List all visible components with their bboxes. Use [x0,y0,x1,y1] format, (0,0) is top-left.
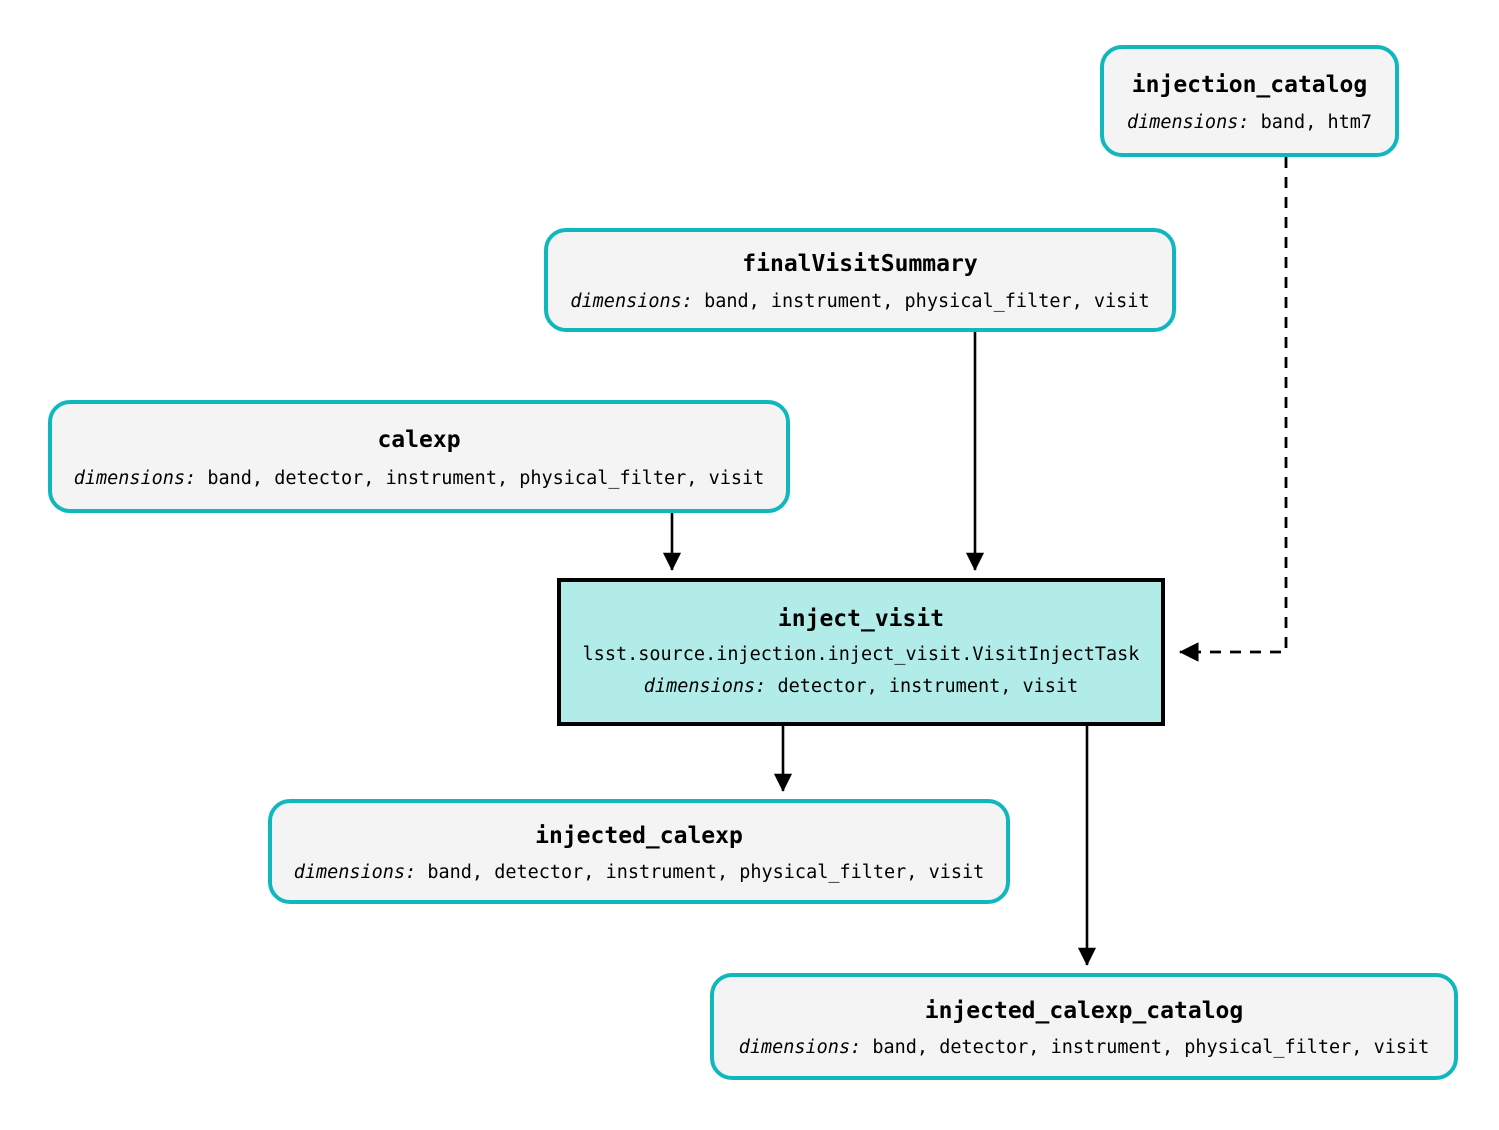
node-title: calexp [377,427,461,454]
node-dimensions: dimensions: band, detector, instrument, … [739,1037,1430,1059]
dataset-node-finalvisitsummary[interactable]: finalVisitSummary dimensions: band, inst… [544,228,1176,332]
dimensions-label: dimensions: [293,862,417,884]
dimensions-label: dimensions: [738,1037,862,1059]
node-title: inject_visit [777,605,945,632]
dimensions-value: band, htm7 [1260,112,1373,134]
dimensions-label: dimensions: [570,290,693,312]
node-dimensions: dimensions: band, detector, instrument, … [294,862,985,884]
dimensions-value: band, detector, instrument, physical_fil… [427,862,985,884]
node-title: injection_catalog [1131,71,1368,98]
node-task-class: lsst.source.injection.inject_visit.Visit… [582,644,1140,666]
dataset-node-injection-catalog[interactable]: injection_catalog dimensions: band, htm7 [1100,45,1399,157]
dimensions-value: detector, instrument, visit [777,676,1079,698]
dimensions-label: dimensions: [1126,112,1250,134]
dimensions-value: band, instrument, physical_filter, visit [704,290,1150,312]
dimensions-label: dimensions: [643,676,767,698]
dataset-node-injected-calexp[interactable]: injected_calexp dimensions: band, detect… [268,799,1010,904]
dataset-node-calexp[interactable]: calexp dimensions: band, detector, instr… [48,400,790,513]
node-title: injected_calexp_catalog [924,997,1244,1024]
dataset-node-injected-calexp-catalog[interactable]: injected_calexp_catalog dimensions: band… [710,973,1458,1080]
dimensions-value: band, detector, instrument, physical_fil… [872,1037,1430,1059]
node-dimensions: dimensions: band, detector, instrument, … [74,468,765,490]
node-title: injected_calexp [535,822,743,849]
node-dimensions: dimensions: detector, instrument, visit [644,676,1078,698]
node-dimensions: dimensions: band, instrument, physical_f… [570,291,1149,313]
dimensions-label: dimensions: [73,467,197,489]
node-title: finalVisitSummary [742,251,978,278]
edge-injection-catalog-to-inject-visit [1179,157,1288,662]
task-node-inject-visit[interactable]: inject_visit lsst.source.injection.injec… [557,578,1165,726]
dimensions-value: band, detector, instrument, physical_fil… [207,467,765,489]
node-dimensions: dimensions: band, htm7 [1127,112,1372,134]
